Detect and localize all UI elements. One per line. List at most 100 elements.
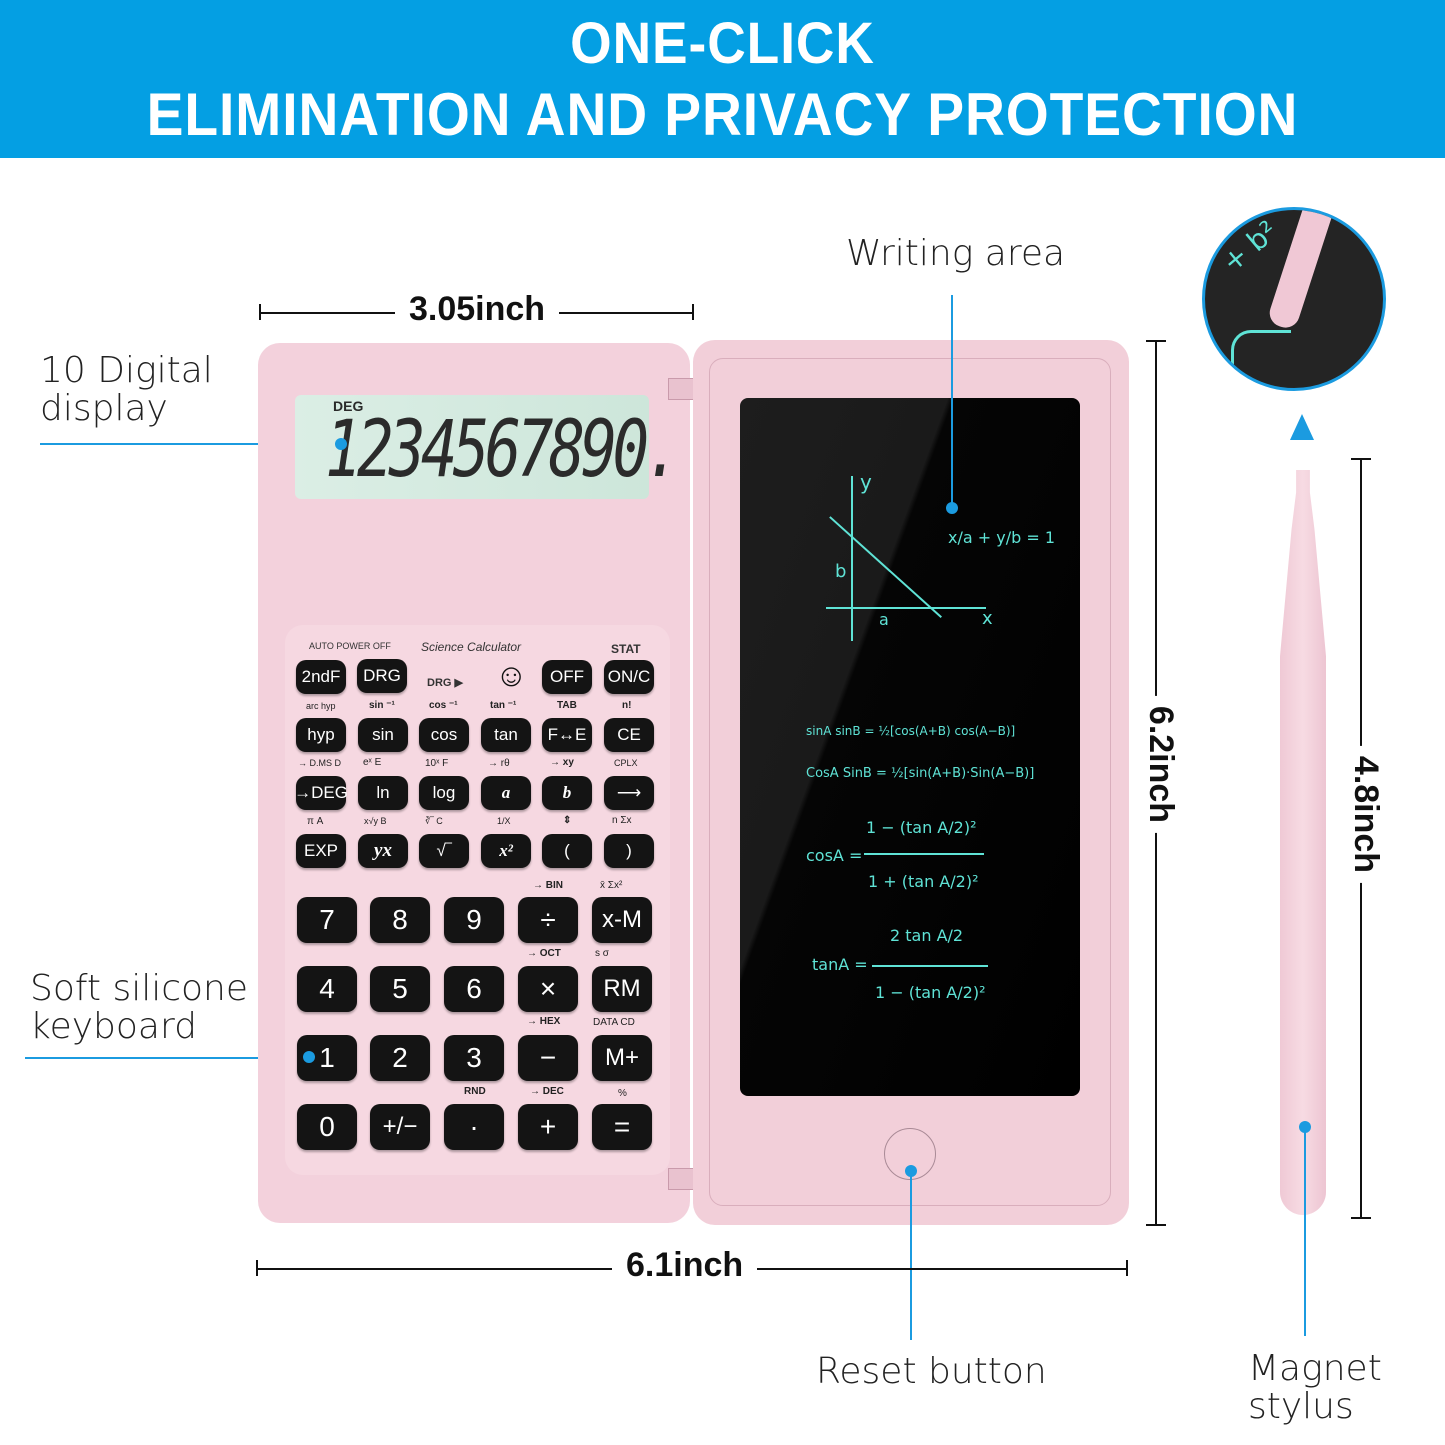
key-3[interactable]: 3 bbox=[444, 1035, 504, 1081]
key-minus[interactable]: − bbox=[518, 1035, 578, 1081]
dim-tick bbox=[1146, 340, 1166, 342]
key-0[interactable]: 0 bbox=[297, 1104, 357, 1150]
key-hyp[interactable]: hyp bbox=[296, 718, 346, 752]
sub-10x: 10ˣ F bbox=[425, 758, 449, 769]
key-8[interactable]: 8 bbox=[370, 897, 430, 943]
key-log[interactable]: log bbox=[419, 776, 469, 810]
key-exp[interactable]: EXP bbox=[296, 834, 346, 868]
key-5[interactable]: 5 bbox=[370, 966, 430, 1012]
stat-label: STAT bbox=[611, 642, 641, 656]
callout-stylus-line1: Magnet bbox=[1248, 1348, 1382, 1389]
sub-tan-inv: tan ⁻¹ bbox=[490, 700, 517, 711]
key-tan[interactable]: tan bbox=[481, 718, 531, 752]
key-off[interactable]: OFF bbox=[542, 660, 592, 694]
sub-n-factorial: n! bbox=[622, 700, 632, 711]
key-cos[interactable]: cos bbox=[419, 718, 469, 752]
key-rm[interactable]: RM bbox=[592, 966, 652, 1012]
key-decimal[interactable]: · bbox=[444, 1104, 504, 1150]
callout-writing-line bbox=[951, 295, 953, 507]
callout-display: 10 Digital display bbox=[40, 352, 213, 428]
dim-label-total-width: 6.1inch bbox=[612, 1246, 758, 1285]
graph-label-a: a bbox=[879, 610, 889, 629]
key-arrow-right[interactable]: ⟶ bbox=[604, 776, 654, 810]
dim-tick bbox=[1126, 1260, 1128, 1276]
cos-half-angle-den: 1 + (tan A/2)² bbox=[868, 872, 979, 891]
cos-fraction-bar bbox=[864, 853, 984, 855]
tan-half-angle-lhs: tanA = bbox=[812, 955, 868, 974]
graph-label-b: b bbox=[835, 561, 847, 582]
key-sqrt[interactable]: √‾ bbox=[419, 834, 469, 868]
sub-arc-hyp: arc hyp bbox=[306, 701, 336, 711]
key-m-plus[interactable]: M+ bbox=[592, 1035, 652, 1081]
sub-xrooty: x√y B bbox=[364, 816, 387, 826]
dim-tick bbox=[259, 304, 261, 320]
writing-screen[interactable]: y x a b x/a + y/b = 1 sinA sinB = ½[cos(… bbox=[740, 398, 1080, 1096]
key-plus[interactable]: + bbox=[518, 1104, 578, 1150]
key-plus-minus[interactable]: +/− bbox=[370, 1104, 430, 1150]
key-to-deg[interactable]: →DEG bbox=[294, 776, 348, 810]
sub-n-sumx: n Σx bbox=[612, 815, 632, 826]
dim-label-calc-width: 3.05inch bbox=[395, 290, 560, 329]
sub-cube-root: ∛‾ C bbox=[425, 816, 443, 826]
key-drg[interactable]: DRG bbox=[357, 659, 407, 693]
banner-title-line2: ELIMINATION AND PRIVACY PROTECTION bbox=[146, 81, 1299, 148]
magnet-stylus[interactable] bbox=[1280, 470, 1326, 1215]
graph-label-x: x bbox=[982, 608, 993, 629]
callout-reset-button: Reset button bbox=[816, 1351, 1047, 1392]
identity-cos-sin: CosA SinB = ½[sin(A+B)·Sin(A−B)] bbox=[806, 766, 1035, 781]
callout-display-line bbox=[40, 443, 340, 445]
key-close-paren[interactable]: ) bbox=[604, 834, 654, 868]
sub-hex: → HEX bbox=[527, 1016, 561, 1027]
key-ce[interactable]: CE bbox=[604, 718, 654, 752]
sub-bin: → BIN bbox=[533, 880, 563, 891]
sub-cplx: CPLX bbox=[614, 758, 638, 768]
key-2[interactable]: 2 bbox=[370, 1035, 430, 1081]
key-f-e[interactable]: F↔E bbox=[542, 718, 592, 752]
callout-display-line2: display bbox=[40, 388, 168, 429]
reset-callout-line bbox=[910, 1170, 912, 1340]
callout-stylus: Magnet stylus bbox=[1248, 1350, 1382, 1426]
sub-data-cd: DATA CD bbox=[593, 1017, 635, 1028]
key-multiply[interactable]: × bbox=[518, 966, 578, 1012]
zoom-ink-stroke bbox=[1231, 330, 1291, 380]
sub-dms: → D.MS D bbox=[298, 758, 342, 768]
graph-y-axis bbox=[851, 476, 853, 641]
key-a[interactable]: a bbox=[481, 776, 531, 810]
callout-stylus-line2: stylus bbox=[1248, 1386, 1354, 1427]
key-equals[interactable]: = bbox=[592, 1104, 652, 1150]
key-b[interactable]: b bbox=[542, 776, 592, 810]
callout-keyboard-line2: keyboard bbox=[30, 1006, 197, 1047]
key-x-squared[interactable]: x² bbox=[481, 834, 531, 868]
dim-tick bbox=[256, 1260, 258, 1276]
sub-sin-inv: sin ⁻¹ bbox=[369, 700, 395, 711]
key-ln[interactable]: ln bbox=[358, 776, 408, 810]
lcd-mode-indicator: DEG bbox=[333, 398, 364, 414]
key-6[interactable]: 6 bbox=[444, 966, 504, 1012]
sub-mean-sumx2: x̄ Σx² bbox=[600, 880, 623, 891]
banner-title-line1: ONE-CLICK bbox=[570, 11, 875, 76]
key-4[interactable]: 4 bbox=[297, 966, 357, 1012]
cos-half-angle-lhs: cosA = bbox=[806, 846, 863, 865]
key-sin[interactable]: sin bbox=[358, 718, 408, 752]
key-7[interactable]: 7 bbox=[297, 897, 357, 943]
sub-dec: → DEC bbox=[530, 1086, 564, 1097]
stylus-callout-line bbox=[1304, 1126, 1306, 1336]
key-open-paren[interactable]: ( bbox=[542, 834, 592, 868]
key-9[interactable]: 9 bbox=[444, 897, 504, 943]
graph-x-axis bbox=[826, 607, 986, 609]
key-y-pow-x[interactable]: yx bbox=[358, 834, 408, 868]
sub-exchange: ⇕ bbox=[563, 815, 572, 826]
key-x-m[interactable]: x-M bbox=[592, 897, 652, 943]
display-callout-dot bbox=[335, 438, 347, 450]
key-on-c[interactable]: ON/C bbox=[604, 660, 654, 694]
sub-rnd: RND bbox=[464, 1086, 486, 1097]
sub-tab: TAB bbox=[557, 700, 577, 711]
dim-tick bbox=[1351, 458, 1371, 460]
keyboard-callout-dot bbox=[303, 1051, 315, 1063]
sub-pi: π A bbox=[307, 816, 324, 827]
key-2ndf[interactable]: 2ndF bbox=[296, 660, 346, 694]
key-divide[interactable]: ÷ bbox=[518, 897, 578, 943]
sub-r-theta: → rθ bbox=[488, 758, 510, 769]
callout-display-line1: 10 Digital bbox=[40, 350, 213, 391]
drg-indicator: DRG ▶ bbox=[427, 677, 463, 689]
